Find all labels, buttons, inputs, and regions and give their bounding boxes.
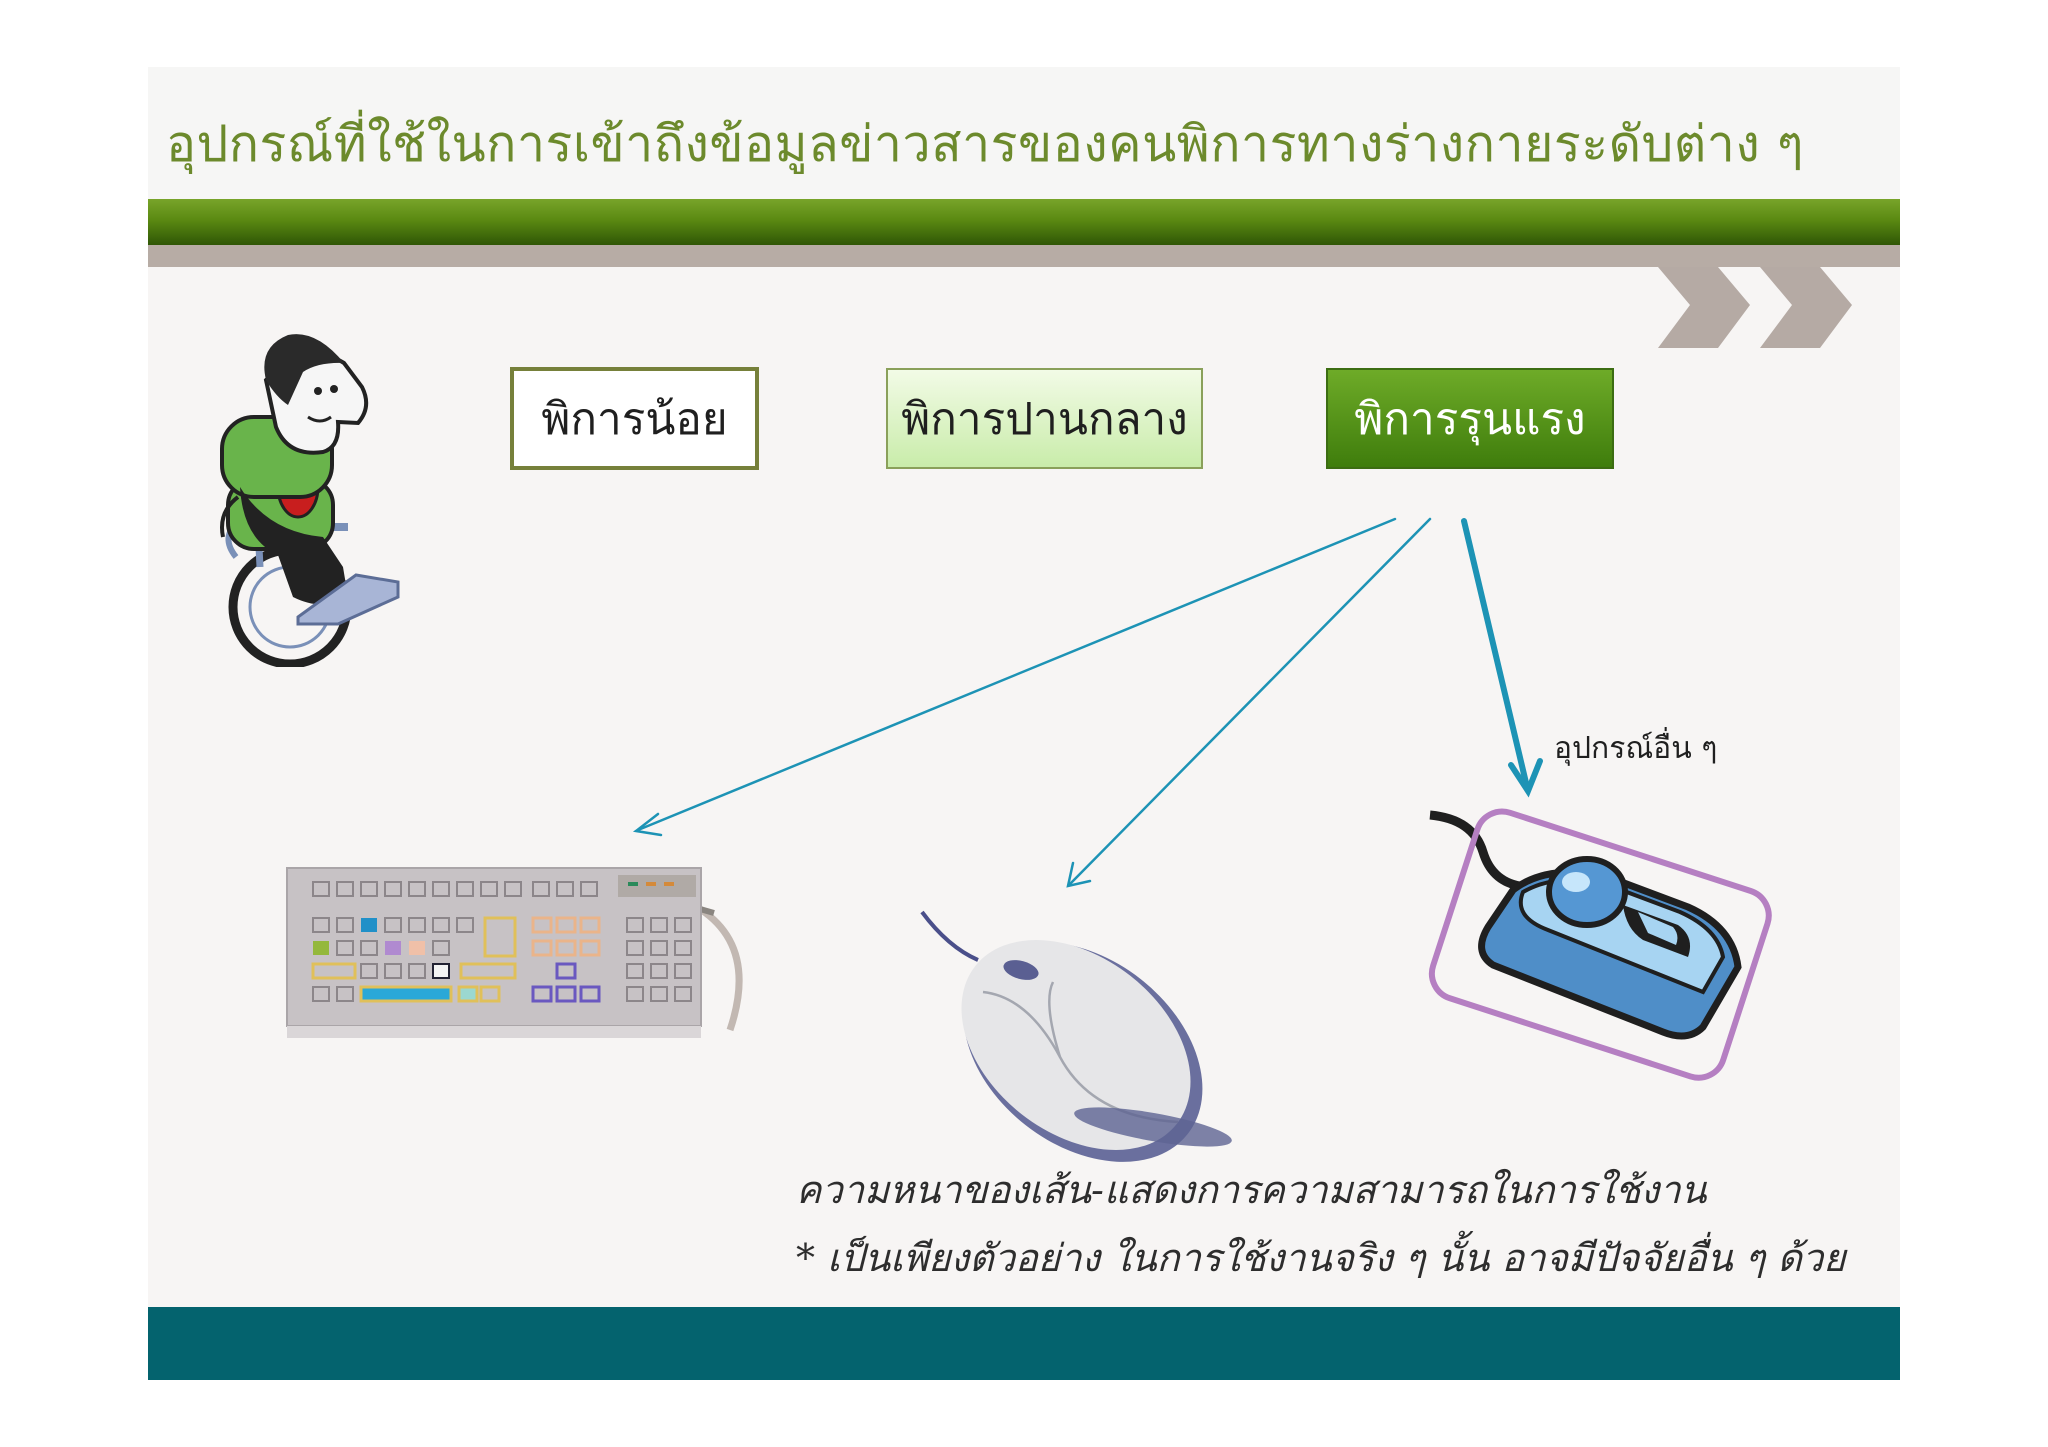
gray-header-band bbox=[148, 245, 1900, 267]
level-severe-box: พิการรุนแรง bbox=[1326, 368, 1614, 469]
keyboard-icon bbox=[286, 867, 743, 1038]
computer-mouse-icon bbox=[920, 910, 1232, 1162]
other-devices-label: อุปกรณ์อื่น ๆ bbox=[1554, 731, 1718, 766]
level-moderate-box: พิการปานกลาง bbox=[886, 368, 1203, 469]
wheelchair-user-icon bbox=[220, 334, 400, 667]
connector-arrows bbox=[632, 517, 1543, 888]
level-moderate-label: พิการปานกลาง bbox=[901, 393, 1188, 445]
title-area: อุปกรณ์ที่ใช้ในการเข้าถึงข้อมูลข่าวสารขอ… bbox=[148, 67, 1900, 199]
arrow-to-trackball bbox=[1461, 518, 1530, 790]
footer-bar bbox=[148, 1307, 1900, 1380]
note-line-thickness: ความหนาของเส้น-แสดงการความสามารถในการใช้… bbox=[796, 1168, 1707, 1212]
chevron-arrows-icon bbox=[1658, 267, 1852, 348]
level-severe-label: พิการรุนแรง bbox=[1354, 393, 1586, 445]
level-mild-label: พิการน้อย bbox=[541, 393, 728, 445]
slide: อุปกรณ์ที่ใช้ในการเข้าถึงข้อมูลข่าวสารขอ… bbox=[148, 67, 1900, 1380]
note-example-disclaimer: * เป็นเพียงตัวอย่าง ในการใช้งานจริง ๆ นั… bbox=[796, 1236, 1846, 1280]
trackball-icon bbox=[1428, 808, 1772, 1081]
level-mild-box: พิการน้อย bbox=[510, 367, 759, 470]
green-header-band bbox=[148, 199, 1900, 245]
arrow-to-mouse bbox=[1068, 517, 1432, 886]
arrow-to-keyboard bbox=[636, 517, 1397, 832]
slide-title: อุปกรณ์ที่ใช้ในการเข้าถึงข้อมูลข่าวสารขอ… bbox=[166, 115, 1804, 173]
